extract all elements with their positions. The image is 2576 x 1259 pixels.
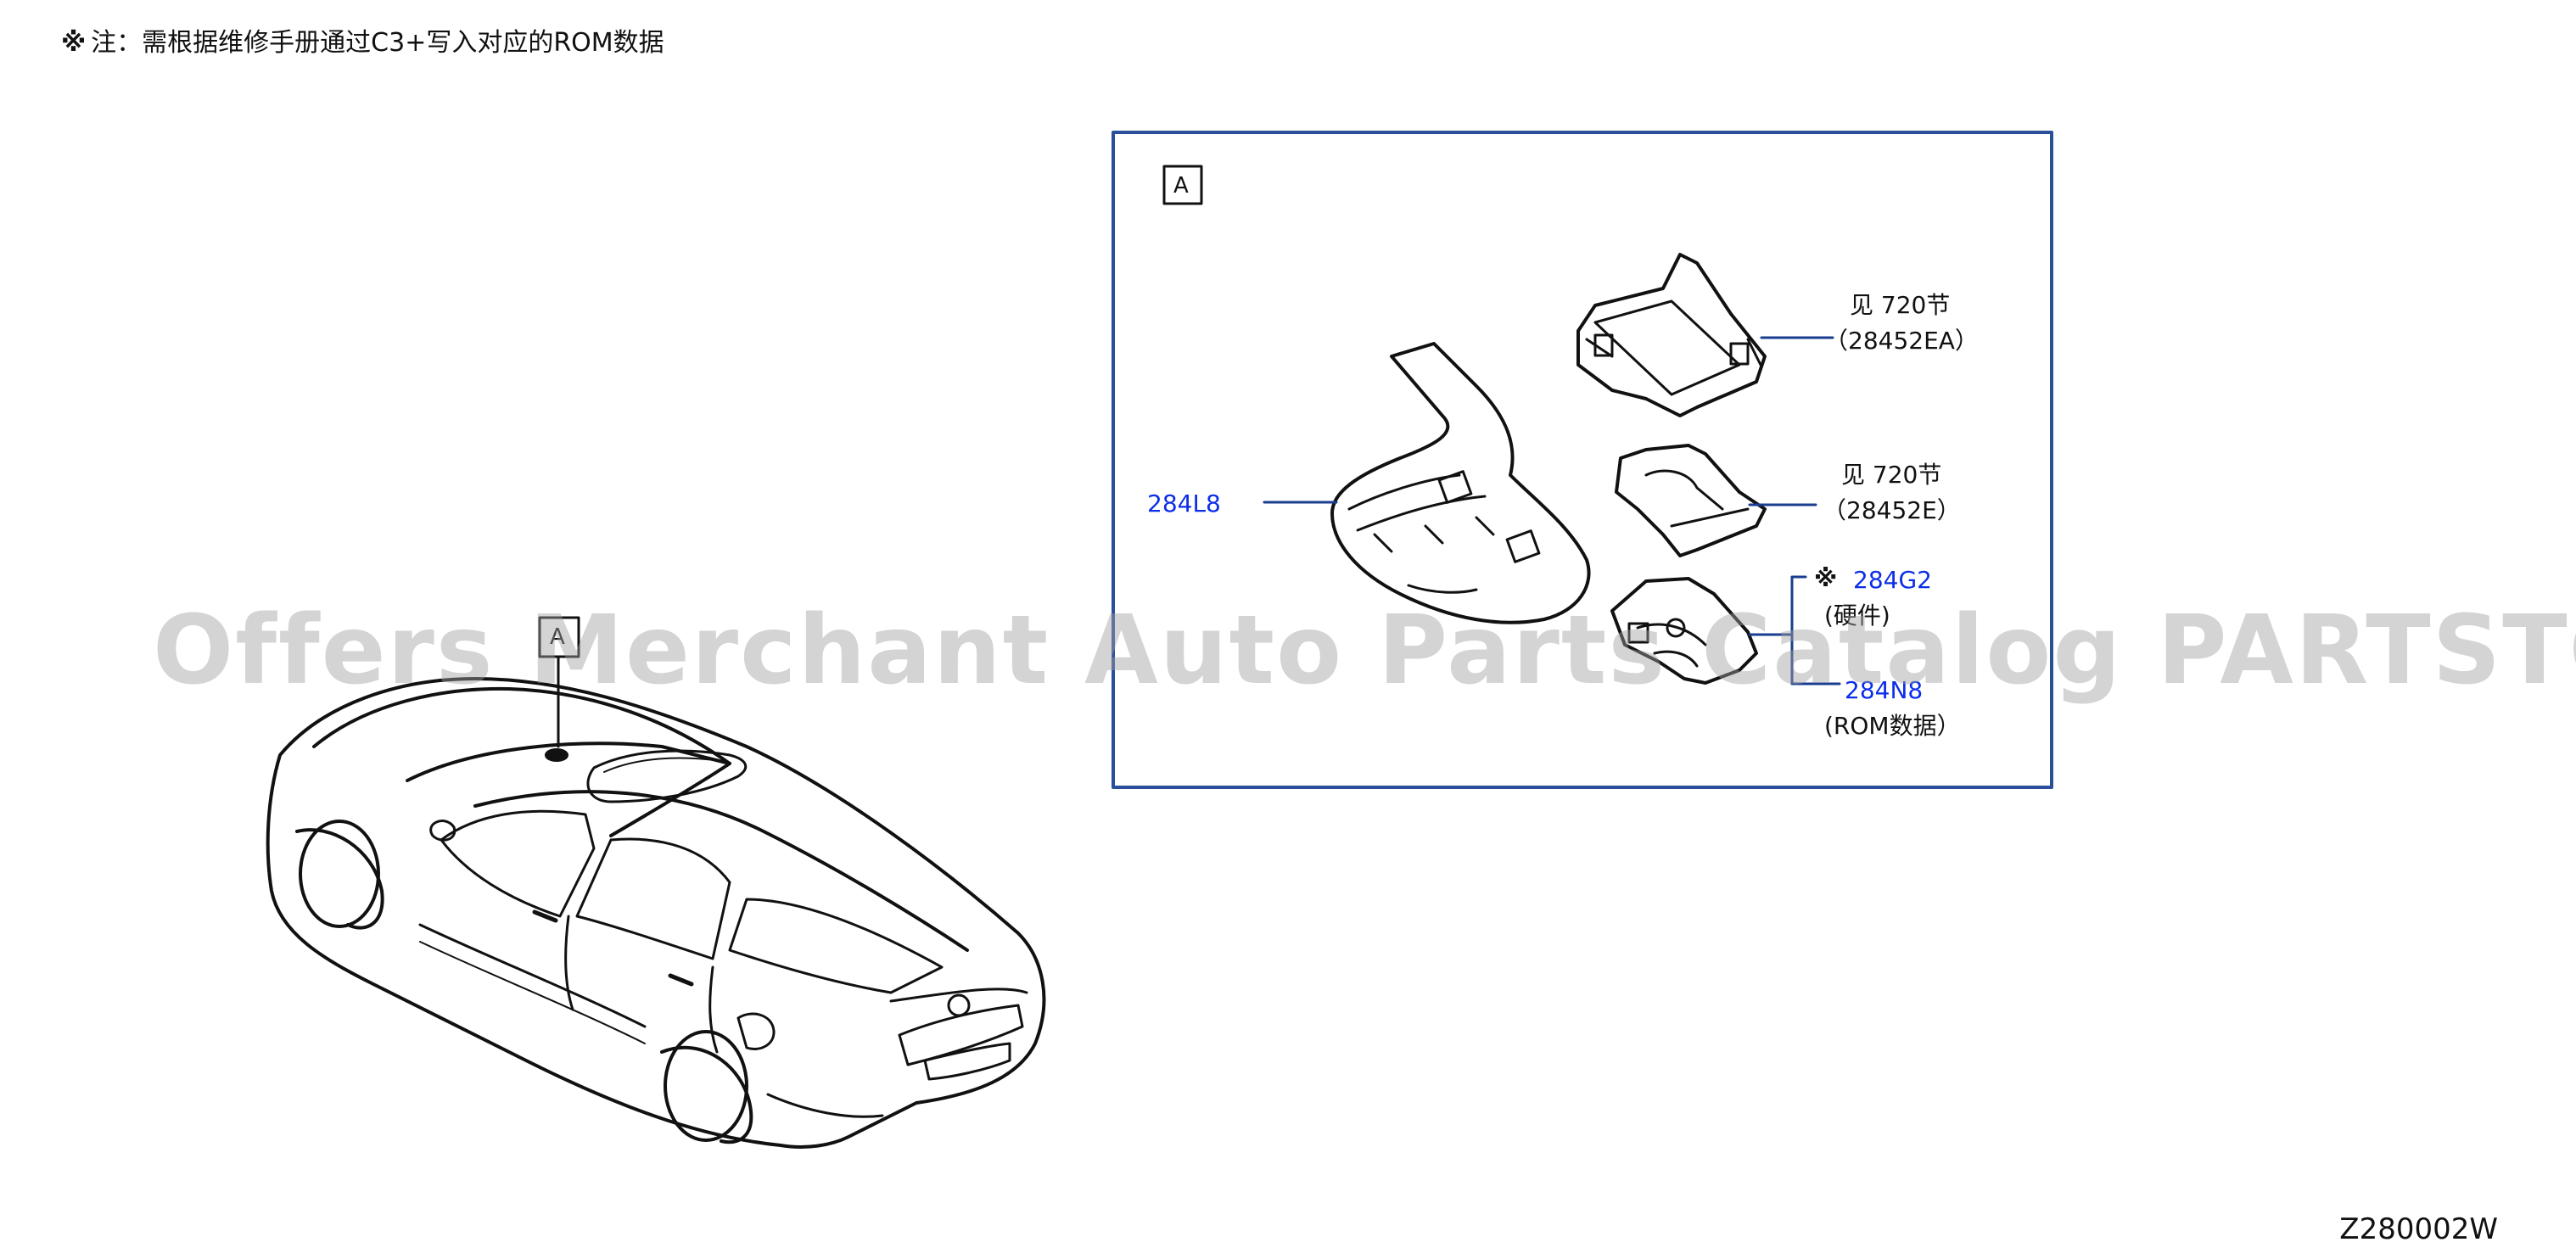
car-callout-spot <box>545 748 568 762</box>
part-desc-284N8: (ROM数据） <box>1824 712 1961 740</box>
callout-box-label: A <box>1173 173 1189 199</box>
camera-unit-icon <box>1610 577 1758 685</box>
part-code-284N8[interactable]: 284N8 <box>1845 676 1924 704</box>
note: ※注：需根据维修手册通过C3+写入对应的ROM数据 <box>61 31 664 56</box>
cover-icon <box>1615 444 1767 557</box>
part-mark-284G2: ※ <box>1814 564 1838 592</box>
leader-284G2-284N8 <box>1748 575 1841 685</box>
part-ref-28452EA-code: 见 720节 <box>1850 291 1951 319</box>
callout-box-label-frame <box>1162 165 1203 205</box>
part-ref-28452EA-desc: （28452EA） <box>1824 327 1979 355</box>
part-code-284L8[interactable]: 284L8 <box>1147 490 1221 518</box>
callout-box-frame <box>1112 131 2053 789</box>
note-text: 注：需根据维修手册通过C3+写入对应的ROM数据 <box>91 28 664 58</box>
camera-bracket-icon <box>1330 342 1591 624</box>
diagram-id: Z280002W <box>2339 1212 2498 1246</box>
note-mark: ※ <box>61 28 87 58</box>
watermark: Offers Merchant Auto Parts Catalog PARTS… <box>153 596 2576 706</box>
part-ref-28452E-code: 见 720节 <box>1841 461 1942 489</box>
mounting-frame-icon <box>1576 253 1767 417</box>
car-callout-label: A <box>550 624 565 650</box>
part-desc-284G2: (硬件) <box>1824 602 1890 630</box>
part-ref-28452E-desc: （28452E） <box>1823 496 1961 524</box>
part-code-284G2[interactable]: 284G2 <box>1853 566 1932 594</box>
car-illustration <box>266 677 1046 1149</box>
